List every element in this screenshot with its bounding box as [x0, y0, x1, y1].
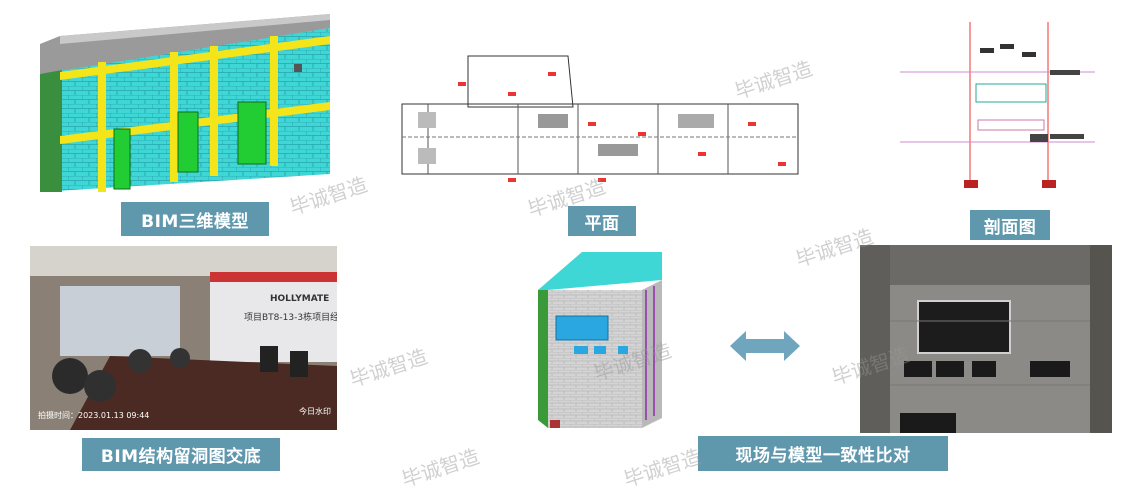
- section-label: 剖面图: [970, 210, 1050, 240]
- plan-label: 平面: [568, 206, 636, 236]
- room-3d-model: [534, 250, 666, 434]
- watermark: 毕诚智造: [346, 344, 431, 392]
- watermark: 毕诚智造: [398, 444, 483, 492]
- compare-arrow-icon: [730, 331, 800, 361]
- bim-model-label: BIM三维模型: [121, 202, 269, 236]
- photo-project-text: 项目BT8-13-3栋项目经: [244, 313, 337, 323]
- photo-timestamp: 拍摄时间：2023.01.13 09:44: [38, 411, 150, 420]
- section-drawing: [900, 22, 1095, 190]
- photo-corner-stamp: 今日水印: [299, 407, 331, 416]
- watermark: 毕诚智造: [620, 444, 705, 492]
- bim-model-image: [40, 14, 330, 192]
- site-photo: [860, 245, 1112, 433]
- comparison-label: 现场与模型一致性比对: [698, 436, 948, 471]
- briefing-label: BIM结构留洞图交底: [82, 438, 280, 471]
- briefing-photo: HOLLYMATE 项目BT8-13-3栋项目经 拍摄时间：2023.01.13…: [30, 246, 337, 430]
- plan-drawing: [398, 52, 802, 190]
- photo-banner-text: HOLLYMATE: [270, 294, 330, 304]
